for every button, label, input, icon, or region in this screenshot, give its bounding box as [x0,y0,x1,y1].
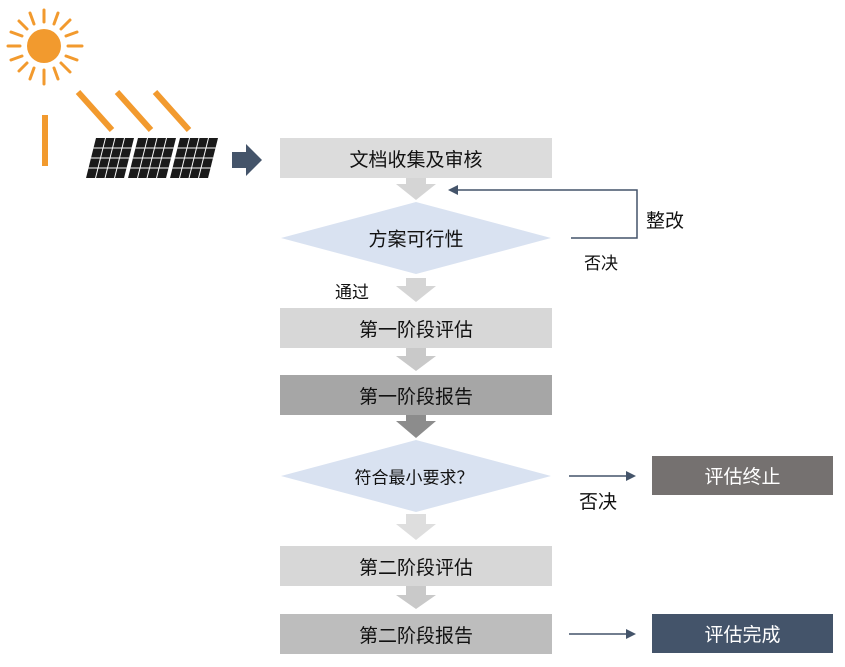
step-stage1-report: 第一阶段报告 [280,375,552,415]
completed-label: 评估完成 [704,624,781,646]
rectify-arrowhead [448,185,458,195]
step-stage2-evaluation: 第二阶段评估 [280,546,552,586]
flow-arrow-4 [396,414,436,438]
feasibility-diamond [281,202,551,274]
flow-arrow-5 [396,514,436,540]
step-collect-documents: 文档收集及审核 [280,138,552,178]
min-req-label: 符合最小要求？ [354,468,474,489]
rectify-loop [456,189,638,239]
arrow-right-icon [232,144,262,176]
step-stage2-report: 第二阶段报告 [280,614,552,654]
pass-label: 通过 [335,283,369,303]
step-collect-label: 文档收集及审核 [349,148,483,171]
feasibility-label: 方案可行性 [368,228,464,251]
flow-arrow-6 [396,586,436,609]
flow-arrow-1 [396,178,436,200]
terminal-completed: 评估完成 [652,614,833,653]
step-stage1-report-label: 第一阶段报告 [358,385,473,408]
sun-icon [6,8,84,86]
step-stage1-evaluation: 第一阶段评估 [280,308,552,348]
terminal-terminated: 评估终止 [652,456,833,495]
min-req-diamond [281,440,551,512]
reject-label-2: 否决 [579,491,618,513]
solar-panel-icon [86,138,218,178]
rectify-label: 整改 [646,210,685,232]
terminated-label: 评估终止 [704,466,781,488]
complete-arrowhead [626,629,636,639]
flow-arrow-2 [396,278,436,302]
reject-arrowhead [626,471,636,481]
step-stage2-report-label: 第二阶段报告 [358,624,473,647]
sunlight-rays [42,89,192,166]
step-stage2-eval-label: 第二阶段评估 [358,556,473,579]
reject-label-1: 否决 [584,254,618,274]
step-stage1-eval-label: 第一阶段评估 [358,318,473,341]
flow-arrow-3 [396,347,436,371]
